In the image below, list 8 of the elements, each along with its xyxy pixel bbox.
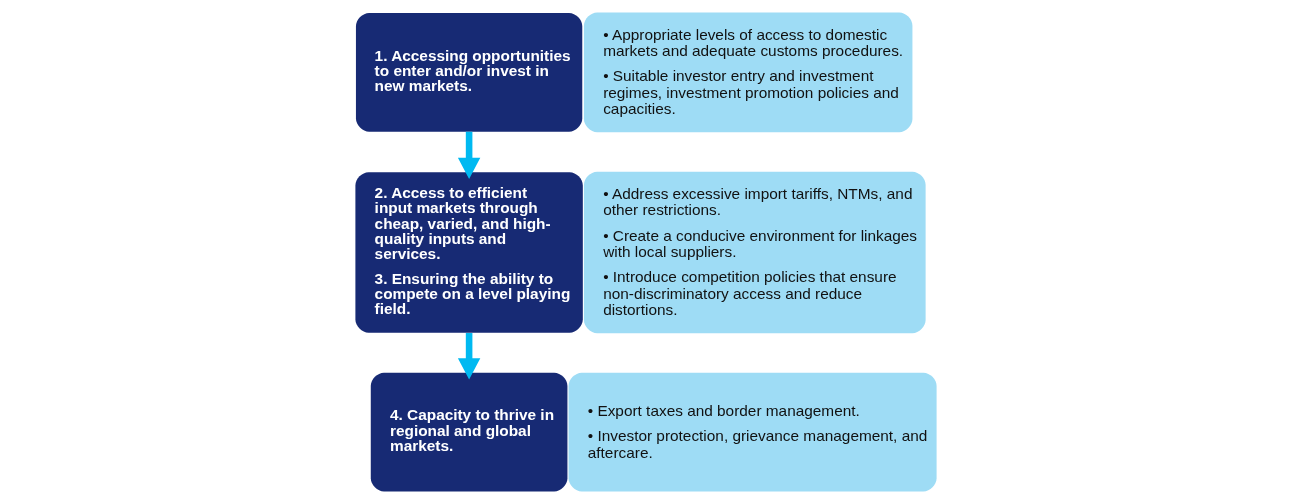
arrow [457,333,480,380]
node-box: 4. Capacity to thrive in regional and global markets. [370,372,567,492]
node-box: • Export taxes and border management. • Investor protection, grievance management, and aftercare. [568,372,937,492]
node-box: • Address excessive import tariffs, NTMs, and other restrictions. • Create a conducive environment for linkages with local suppliers. • Introduce competition policies that ensure non-discriminatory access and reduce distortions. [583,171,926,334]
node-box: 2. Access to efficient input markets through cheap, varied, and high-quality inputs and services. 3. Ensuring the ability to compete on a level playing field. [354,172,583,333]
node-box: • Appropriate levels of access to domestic markets and adequate customs procedures. • Suitable investor entry and investment regimes, investment promotion policies and capacities. [583,12,912,133]
node-box: 1. Accessing opportunities to enter and/or invest in new markets. [355,13,582,132]
arrow [457,131,480,180]
